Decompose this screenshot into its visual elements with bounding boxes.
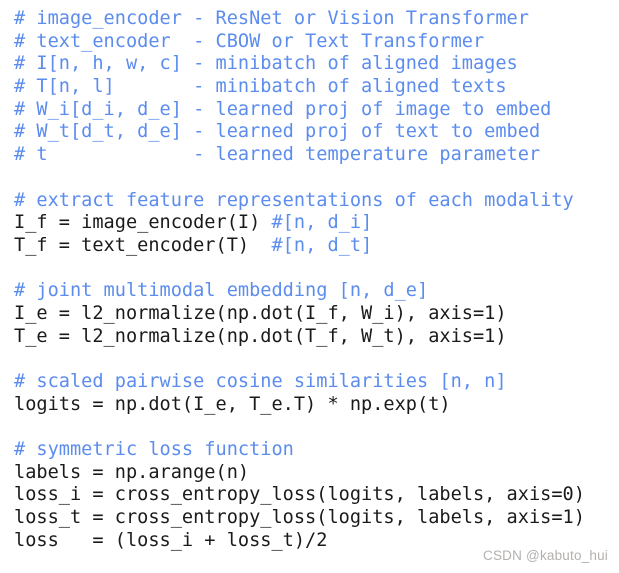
code-text: loss = (loss_i + loss_t)/2 [14, 529, 328, 551]
code-line: T_f = text_encoder(T) #[n, d_t] [14, 235, 619, 258]
code-line: # extract feature representations of eac… [14, 190, 619, 213]
code-comment: # t - learned temperature parameter [14, 144, 541, 166]
code-line: T_e = l2_normalize(np.dot(T_f, W_t), axi… [14, 326, 619, 349]
code-text: loss_t = cross_entropy_loss(logits, labe… [14, 507, 585, 529]
code-comment: # image_encoder - ResNet or Vision Trans… [14, 8, 529, 29]
code-line: # scaled pairwise cosine similarities [n… [14, 371, 619, 394]
code-text: logits = np.dot(I_e, T_e.T) * np.exp(t) [14, 393, 451, 415]
code-line [14, 348, 619, 371]
code-line [14, 258, 619, 281]
code-line: I_f = image_encoder(I) #[n, d_i] [14, 212, 619, 235]
code-line: # W_i[d_i, d_e] - learned proj of image … [14, 99, 619, 122]
code-comment: # W_i[d_i, d_e] - learned proj of image … [14, 98, 552, 120]
code-line: I_e = l2_normalize(np.dot(I_f, W_i), axi… [14, 303, 619, 326]
code-comment: # W_t[d_t, d_e] - learned proj of text t… [14, 121, 541, 143]
code-text: I_f = image_encoder(I) [14, 212, 272, 234]
code-comment: # text_encoder - CBOW or Text Transforme… [14, 30, 485, 52]
code-text: labels = np.arange(n) [14, 461, 250, 483]
code-comment: # I[n, h, w, c] - minibatch of aligned i… [14, 53, 518, 75]
code-comment: # T[n, l] - minibatch of aligned texts [14, 76, 507, 98]
code-line: loss_t = cross_entropy_loss(logits, labe… [14, 507, 619, 530]
code-text: T_f = text_encoder(T) [14, 234, 272, 256]
code-comment: # scaled pairwise cosine similarities [n… [14, 371, 507, 392]
code-line [14, 416, 619, 439]
code-line: # W_t[d_t, d_e] - learned proj of text t… [14, 121, 619, 144]
code-line: loss_i = cross_entropy_loss(logits, labe… [14, 484, 619, 507]
code-comment: #[n, d_t] [271, 234, 373, 256]
code-line: # I[n, h, w, c] - minibatch of aligned i… [14, 53, 619, 76]
code-block: # image_encoder - ResNet or Vision Trans… [14, 8, 619, 553]
code-comment: # symmetric loss function [14, 439, 294, 461]
code-line: # t - learned temperature parameter [14, 144, 619, 167]
code-line [14, 167, 619, 190]
code-line: # symmetric loss function [14, 439, 619, 462]
watermark-text: CSDN @kabuto_hui [483, 548, 608, 563]
code-line: # text_encoder - CBOW or Text Transforme… [14, 31, 619, 54]
code-text: I_e = l2_normalize(np.dot(I_f, W_i), axi… [14, 302, 507, 324]
code-line: logits = np.dot(I_e, T_e.T) * np.exp(t) [14, 394, 619, 417]
code-line: # T[n, l] - minibatch of aligned texts [14, 76, 619, 99]
code-line: # image_encoder - ResNet or Vision Trans… [14, 8, 619, 31]
code-text: T_e = l2_normalize(np.dot(T_f, W_t), axi… [14, 325, 507, 347]
code-comment: # joint multimodal embedding [n, d_e] [14, 280, 429, 302]
code-comment: # extract feature representations of eac… [14, 189, 574, 211]
code-text: loss_i = cross_entropy_loss(logits, labe… [14, 484, 585, 506]
code-line: labels = np.arange(n) [14, 462, 619, 485]
code-comment: #[n, d_i] [271, 212, 373, 234]
code-line: loss = (loss_i + loss_t)/2 [14, 530, 619, 553]
code-line: # joint multimodal embedding [n, d_e] [14, 280, 619, 303]
